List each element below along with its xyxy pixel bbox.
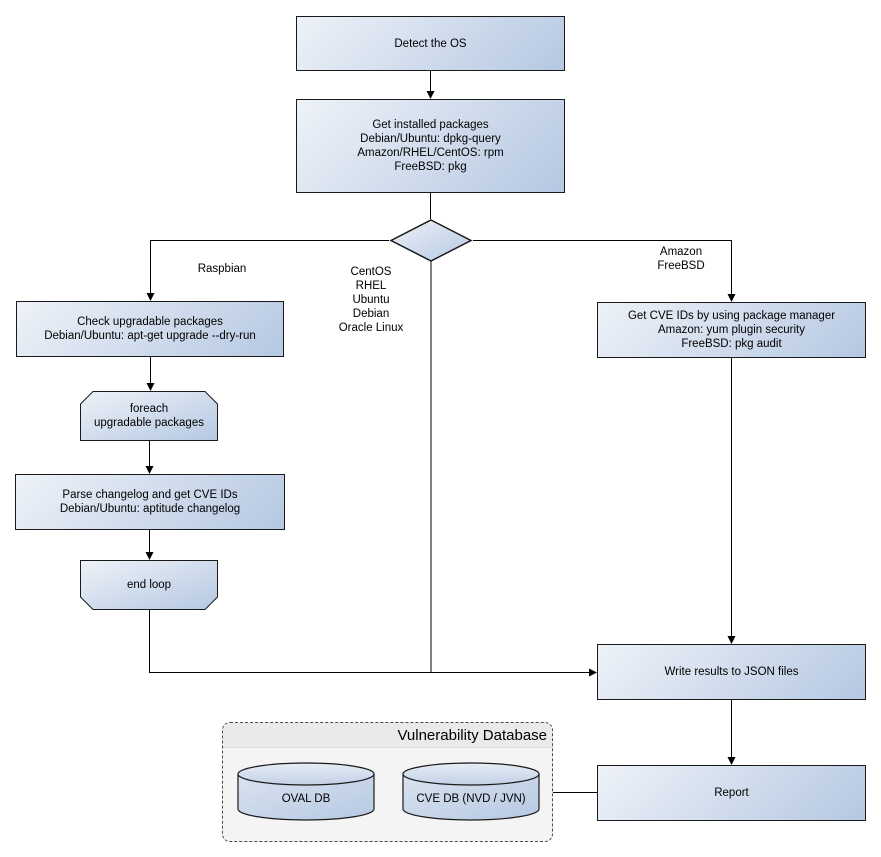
cve-db-label: CVE DB (NVD / JVN)	[416, 792, 526, 805]
database-cylinder-cve-db: CVE DB (NVD / JVN)	[402, 762, 540, 821]
node-get-installed-packages: Get installed packages Debian/Ubuntu: dp…	[296, 99, 565, 193]
node-end-loop: end loop	[80, 560, 218, 610]
edge-label-amazon-freebsd: Amazon FreeBSD	[657, 246, 705, 272]
node-foreach-loop-start: foreach upgradable packages	[80, 391, 218, 441]
node-get-cve-ids: Get CVE IDs by using package manager Ama…	[597, 302, 866, 358]
node-check-upgradable-packages: Check upgradable packages Debian/Ubuntu:…	[16, 301, 284, 357]
arrowhead	[426, 91, 435, 99]
arrowhead	[727, 636, 736, 644]
loop-end-label: end loop	[126, 579, 172, 591]
arrowhead	[727, 757, 736, 765]
decision-diamond-os-branch	[389, 218, 473, 263]
arrowhead	[145, 466, 154, 474]
edge-label-raspbian: Raspbian	[197, 263, 247, 275]
loop-start-label: foreach upgradable packages	[94, 403, 204, 429]
oval-db-label: OVAL DB	[281, 792, 331, 805]
node-detect-os: Detect the OS	[296, 16, 565, 71]
arrowhead	[146, 383, 155, 391]
arrowhead	[727, 294, 736, 302]
arrowhead	[589, 668, 597, 677]
edge-label-centos-rhel-ubuntu-debian-oracle: CentOS RHEL Ubuntu Debian Oracle Linux	[338, 266, 404, 334]
database-cylinder-oval-db: OVAL DB	[237, 762, 375, 821]
node-report: Report	[597, 765, 866, 821]
arrowhead	[145, 552, 154, 560]
arrowhead	[146, 293, 155, 301]
node-write-results-json: Write results to JSON files	[597, 644, 866, 700]
vulnerability-database-title: Vulnerability Database	[223, 723, 552, 748]
node-parse-changelog: Parse changelog and get CVE IDs Debian/U…	[15, 474, 285, 530]
